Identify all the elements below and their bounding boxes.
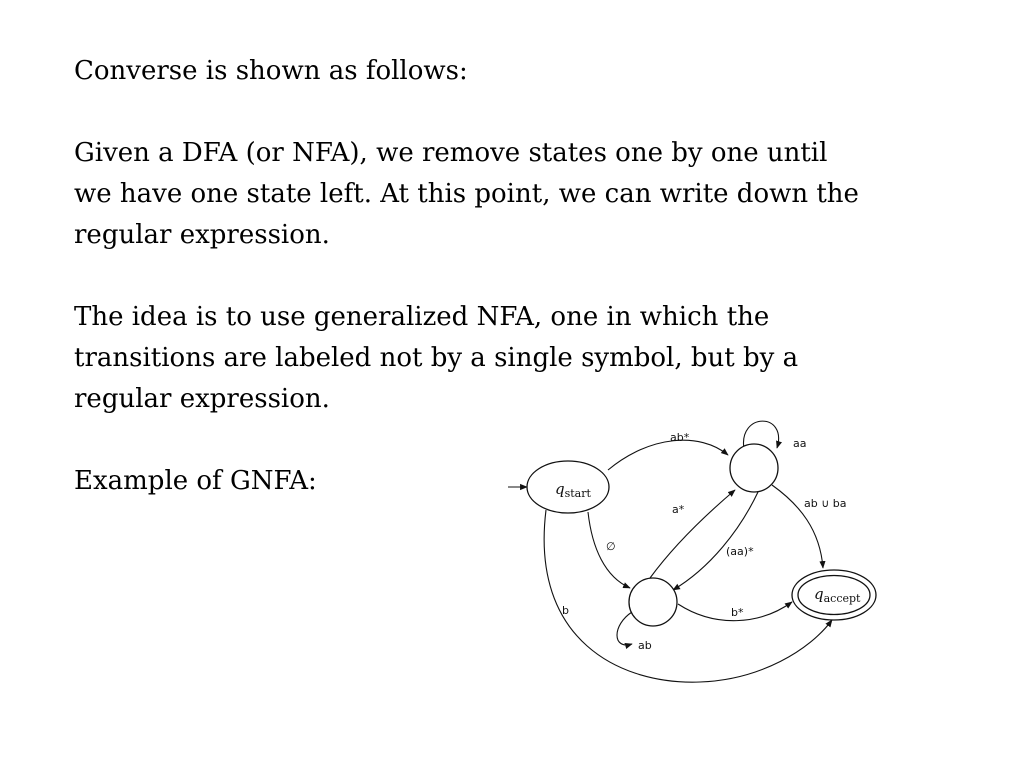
label-start-to-accept: b (562, 604, 569, 617)
label-bottom-to-top: a* (672, 503, 685, 516)
edge-bottom-to-accept (677, 601, 793, 622)
label-top-self-loop: aa (793, 437, 806, 450)
example-heading: Example of GNFA: (74, 466, 317, 496)
state-accept-label: qaccept (814, 585, 861, 605)
edge-bottom-self-loop (616, 611, 633, 649)
edge-top-self-loop (743, 420, 782, 450)
edge-top-to-bottom (672, 491, 759, 591)
state-top (729, 443, 779, 493)
label-bottom-self-loop: ab (638, 639, 652, 652)
label-top-to-bottom: (aa)* (726, 545, 754, 558)
label-top-to-accept: ab ∪ ba (804, 497, 847, 510)
paragraph-1-line-2: we have one state left. At this point, w… (74, 179, 859, 209)
state-accept (797, 574, 871, 616)
state-bottom (628, 577, 678, 627)
edge-start-to-top (607, 439, 729, 471)
edge-start-to-bottom (587, 511, 631, 589)
label-start-to-top: ab* (670, 431, 690, 444)
paragraph-2-line-2: transitions are labeled not by a single … (74, 343, 799, 373)
label-bottom-to-accept: b* (731, 606, 744, 619)
paragraph-2-line-3: regular expression. (74, 384, 330, 414)
edge-bottom-to-top (649, 489, 736, 579)
intro-line: Converse is shown as follows: (74, 56, 468, 86)
state-start (526, 460, 610, 514)
paragraph-1-line-1: Given a DFA (or NFA), we remove states o… (74, 138, 828, 168)
state-start-label: qstart (555, 480, 591, 500)
paragraph-1-line-3: regular expression. (74, 220, 330, 250)
paragraph-2-line-1: The idea is to use generalized NFA, one … (74, 302, 770, 332)
label-start-to-bottom: ∅ (606, 540, 616, 553)
edge-start-to-accept (543, 509, 833, 683)
edge-top-to-accept (771, 484, 826, 569)
